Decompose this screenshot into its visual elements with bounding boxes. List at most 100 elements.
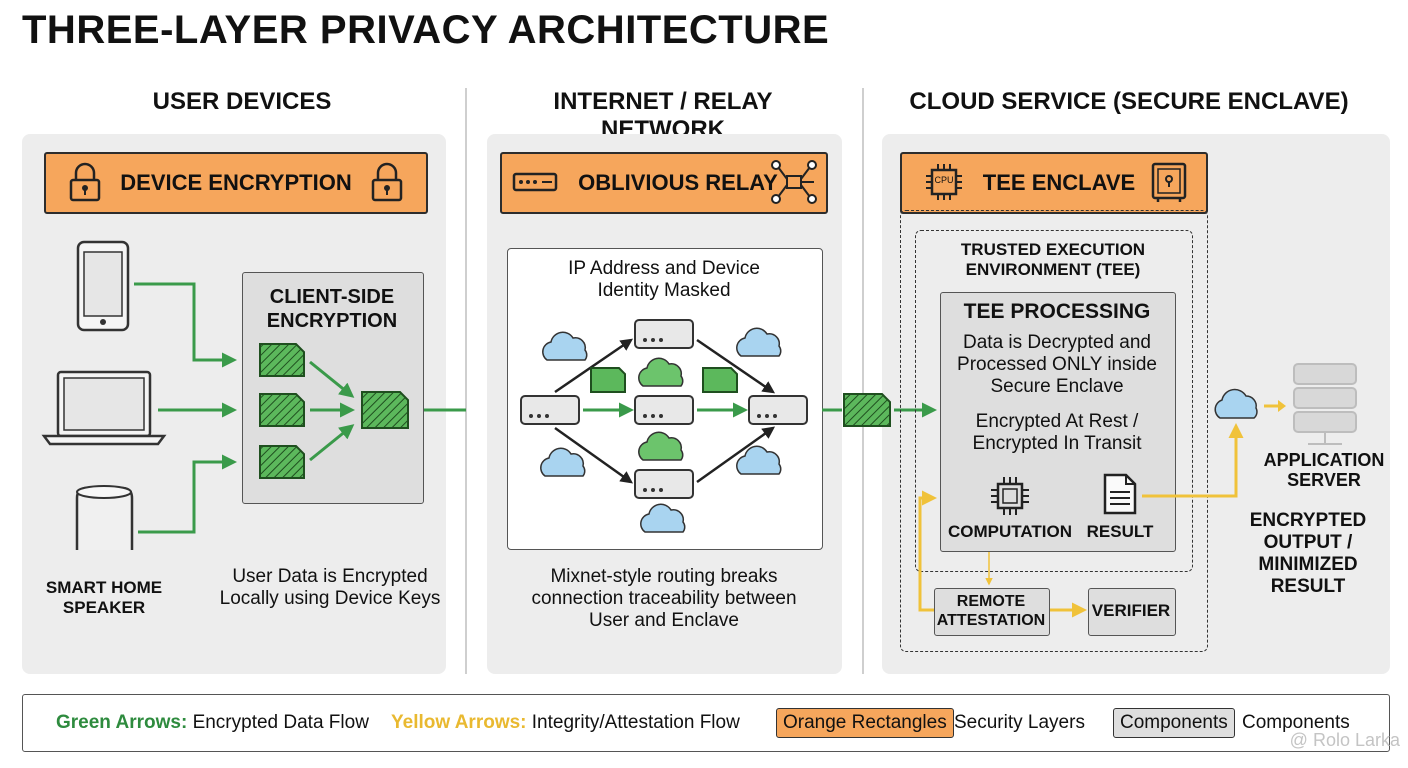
encrypted-document-icon	[361, 391, 409, 429]
relay-network-diagram	[520, 319, 808, 533]
network-nodes-icon	[771, 160, 817, 204]
legend-orange-desc: Security Layers	[954, 712, 1085, 733]
legend-green-key: Green Arrows:	[56, 712, 188, 733]
device-encryption-layer: DEVICE ENCRYPTION	[44, 152, 428, 214]
legend-yellow-key: Yellow Arrows:	[391, 712, 527, 733]
attestation-line1: REMOTE	[956, 593, 1026, 610]
tee-processing-title: TEE PROCESSING	[963, 300, 1151, 323]
cpu-chip-text: CPU	[934, 175, 954, 185]
remote-attestation-box	[934, 588, 1050, 636]
processing-line3: Secure Enclave	[990, 376, 1124, 397]
tee-environment-title: TRUSTED EXECUTION ENVIRONMENT (TEE)	[915, 240, 1191, 280]
cloud-icon	[638, 357, 684, 387]
computation-chip-icon	[991, 477, 1029, 515]
tee-enclave-label: TEE ENCLAVE	[982, 170, 1136, 195]
rest-line2: Encrypted In Transit	[972, 433, 1142, 454]
legend-yellow-item: Yellow Arrows: Integrity/Attestation Flo…	[391, 712, 740, 734]
routing-arrow	[696, 338, 776, 394]
cloud-icon	[1214, 388, 1258, 419]
application-server-icon	[1293, 363, 1357, 445]
user-caption-line1: User Data is Encrypted	[232, 566, 428, 587]
legend-gray-desc: Components	[1242, 712, 1350, 733]
column-separator	[862, 88, 864, 674]
verifier-box	[1088, 588, 1176, 636]
application-server-label: APPLICATION SERVER	[1256, 450, 1392, 490]
client-side-encryption-box	[242, 272, 424, 504]
user-caption-line2: Locally using Device Keys	[219, 588, 441, 609]
enclave-boundary	[900, 210, 1208, 652]
encrypted-document-icon	[843, 393, 891, 427]
relay-server-icon	[634, 469, 694, 499]
router-icon	[512, 172, 558, 192]
routing-arrow	[696, 426, 776, 484]
mask-line1: IP Address and Device	[568, 258, 760, 279]
legend-green-item: Green Arrows: Encrypted Data Flow	[56, 712, 369, 734]
user-devices-caption: User Data is Encrypted Locally using Dev…	[210, 566, 450, 610]
smart-speaker-icon	[75, 485, 134, 550]
oblivious-relay-layer: OBLIVIOUS RELAY	[500, 152, 828, 214]
server-line2: SERVER	[1287, 470, 1361, 490]
relay-caption-line3: User and Enclave	[589, 610, 739, 631]
device-encryption-label: DEVICE ENCRYPTION	[120, 170, 352, 195]
cloud-icon	[638, 431, 684, 461]
encryption-state-text: Encrypted At Rest / Encrypted In Transit	[940, 411, 1174, 455]
tee-title-line1: TRUSTED EXECUTION	[960, 240, 1146, 259]
attestation-flow-diagram	[918, 423, 1244, 618]
speaker-label-line2: SPEAKER	[62, 598, 146, 617]
column-heading-user-devices: USER DEVICES	[152, 88, 332, 115]
relay-server-icon	[748, 395, 808, 425]
cloud-icon	[736, 327, 782, 357]
encrypted-document-icon	[259, 343, 305, 377]
safe-icon	[1151, 162, 1187, 202]
smart-speaker-label: SMART HOME SPEAKER	[34, 578, 174, 618]
smartphone-icon	[76, 240, 130, 332]
column-heading-relay-network: INTERNET / RELAY NETWORK	[553, 88, 773, 143]
encrypted-document-icon	[259, 445, 305, 479]
legend-gray-chip: Components	[1113, 708, 1235, 738]
data-flow-arrow	[138, 454, 237, 534]
tee-title-line2: ENVIRONMENT (TEE)	[965, 260, 1141, 279]
tee-processing-description: Data is Decrypted and Processed ONLY ins…	[940, 332, 1174, 398]
data-flow-arrow	[309, 424, 355, 462]
cpu-icon: CPU	[924, 162, 964, 202]
padlock-icon	[69, 162, 101, 202]
watermark: @ Rolo Larka	[1289, 730, 1400, 750]
legend-yellow-desc: Integrity/Attestation Flow	[531, 712, 740, 733]
client-side-encryption-title: CLIENT-SIDE ENCRYPTION	[242, 285, 422, 333]
cloud-icon	[542, 331, 588, 361]
processing-line2: Processed ONLY inside	[957, 354, 1157, 375]
attestation-line2: ATTESTATION	[936, 612, 1046, 629]
output-line4: RESULT	[1270, 576, 1346, 597]
processing-line1: Data is Decrypted and	[963, 332, 1151, 353]
tee-environment-box	[915, 230, 1193, 572]
relay-server-icon	[520, 395, 580, 425]
laptop-icon	[41, 370, 167, 446]
relay-caption: Mixnet-style routing breaks connection t…	[497, 566, 831, 632]
cpu-icon-graphic	[926, 164, 962, 200]
tee-enclave-layer: CPU TEE ENCLAVE	[900, 152, 1208, 214]
cloud-icon	[540, 447, 586, 477]
remote-attestation-label: REMOTE ATTESTATION	[934, 592, 1048, 630]
server-line1: APPLICATION	[1263, 450, 1385, 470]
client-side-title-line1: CLIENT-SIDE	[269, 286, 395, 308]
output-arrow	[1264, 400, 1286, 412]
encrypted-document-icon	[259, 393, 305, 427]
page-title: THREE-LAYER PRIVACY ARCHITECTURE	[22, 8, 830, 52]
user-devices-diagram	[41, 240, 466, 550]
oblivious-relay-label: OBLIVIOUS RELAY	[578, 170, 778, 195]
encrypted-document-icon	[590, 367, 626, 393]
cloud-icon	[736, 445, 782, 475]
legend-orange-chip: Orange Rectangles	[776, 708, 954, 738]
output-line2: OUTPUT /	[1263, 532, 1353, 553]
client-side-title-line2: ENCRYPTION	[266, 310, 398, 332]
relay-server-icon	[634, 319, 694, 349]
encrypted-document-icon	[702, 367, 738, 393]
encrypted-output-label: ENCRYPTED OUTPUT / MINIMIZED RESULT	[1236, 510, 1380, 598]
legend-green-desc: Encrypted Data Flow	[192, 712, 369, 733]
integrity-arrow	[1142, 423, 1244, 498]
output-line3: MINIMIZED	[1258, 554, 1358, 575]
data-flow-arrow	[309, 360, 355, 398]
tee-processing-box	[940, 292, 1176, 552]
speaker-label-line1: SMART HOME	[45, 578, 163, 597]
column-heading-cloud-service: CLOUD SERVICE (SECURE ENCLAVE)	[909, 88, 1349, 115]
